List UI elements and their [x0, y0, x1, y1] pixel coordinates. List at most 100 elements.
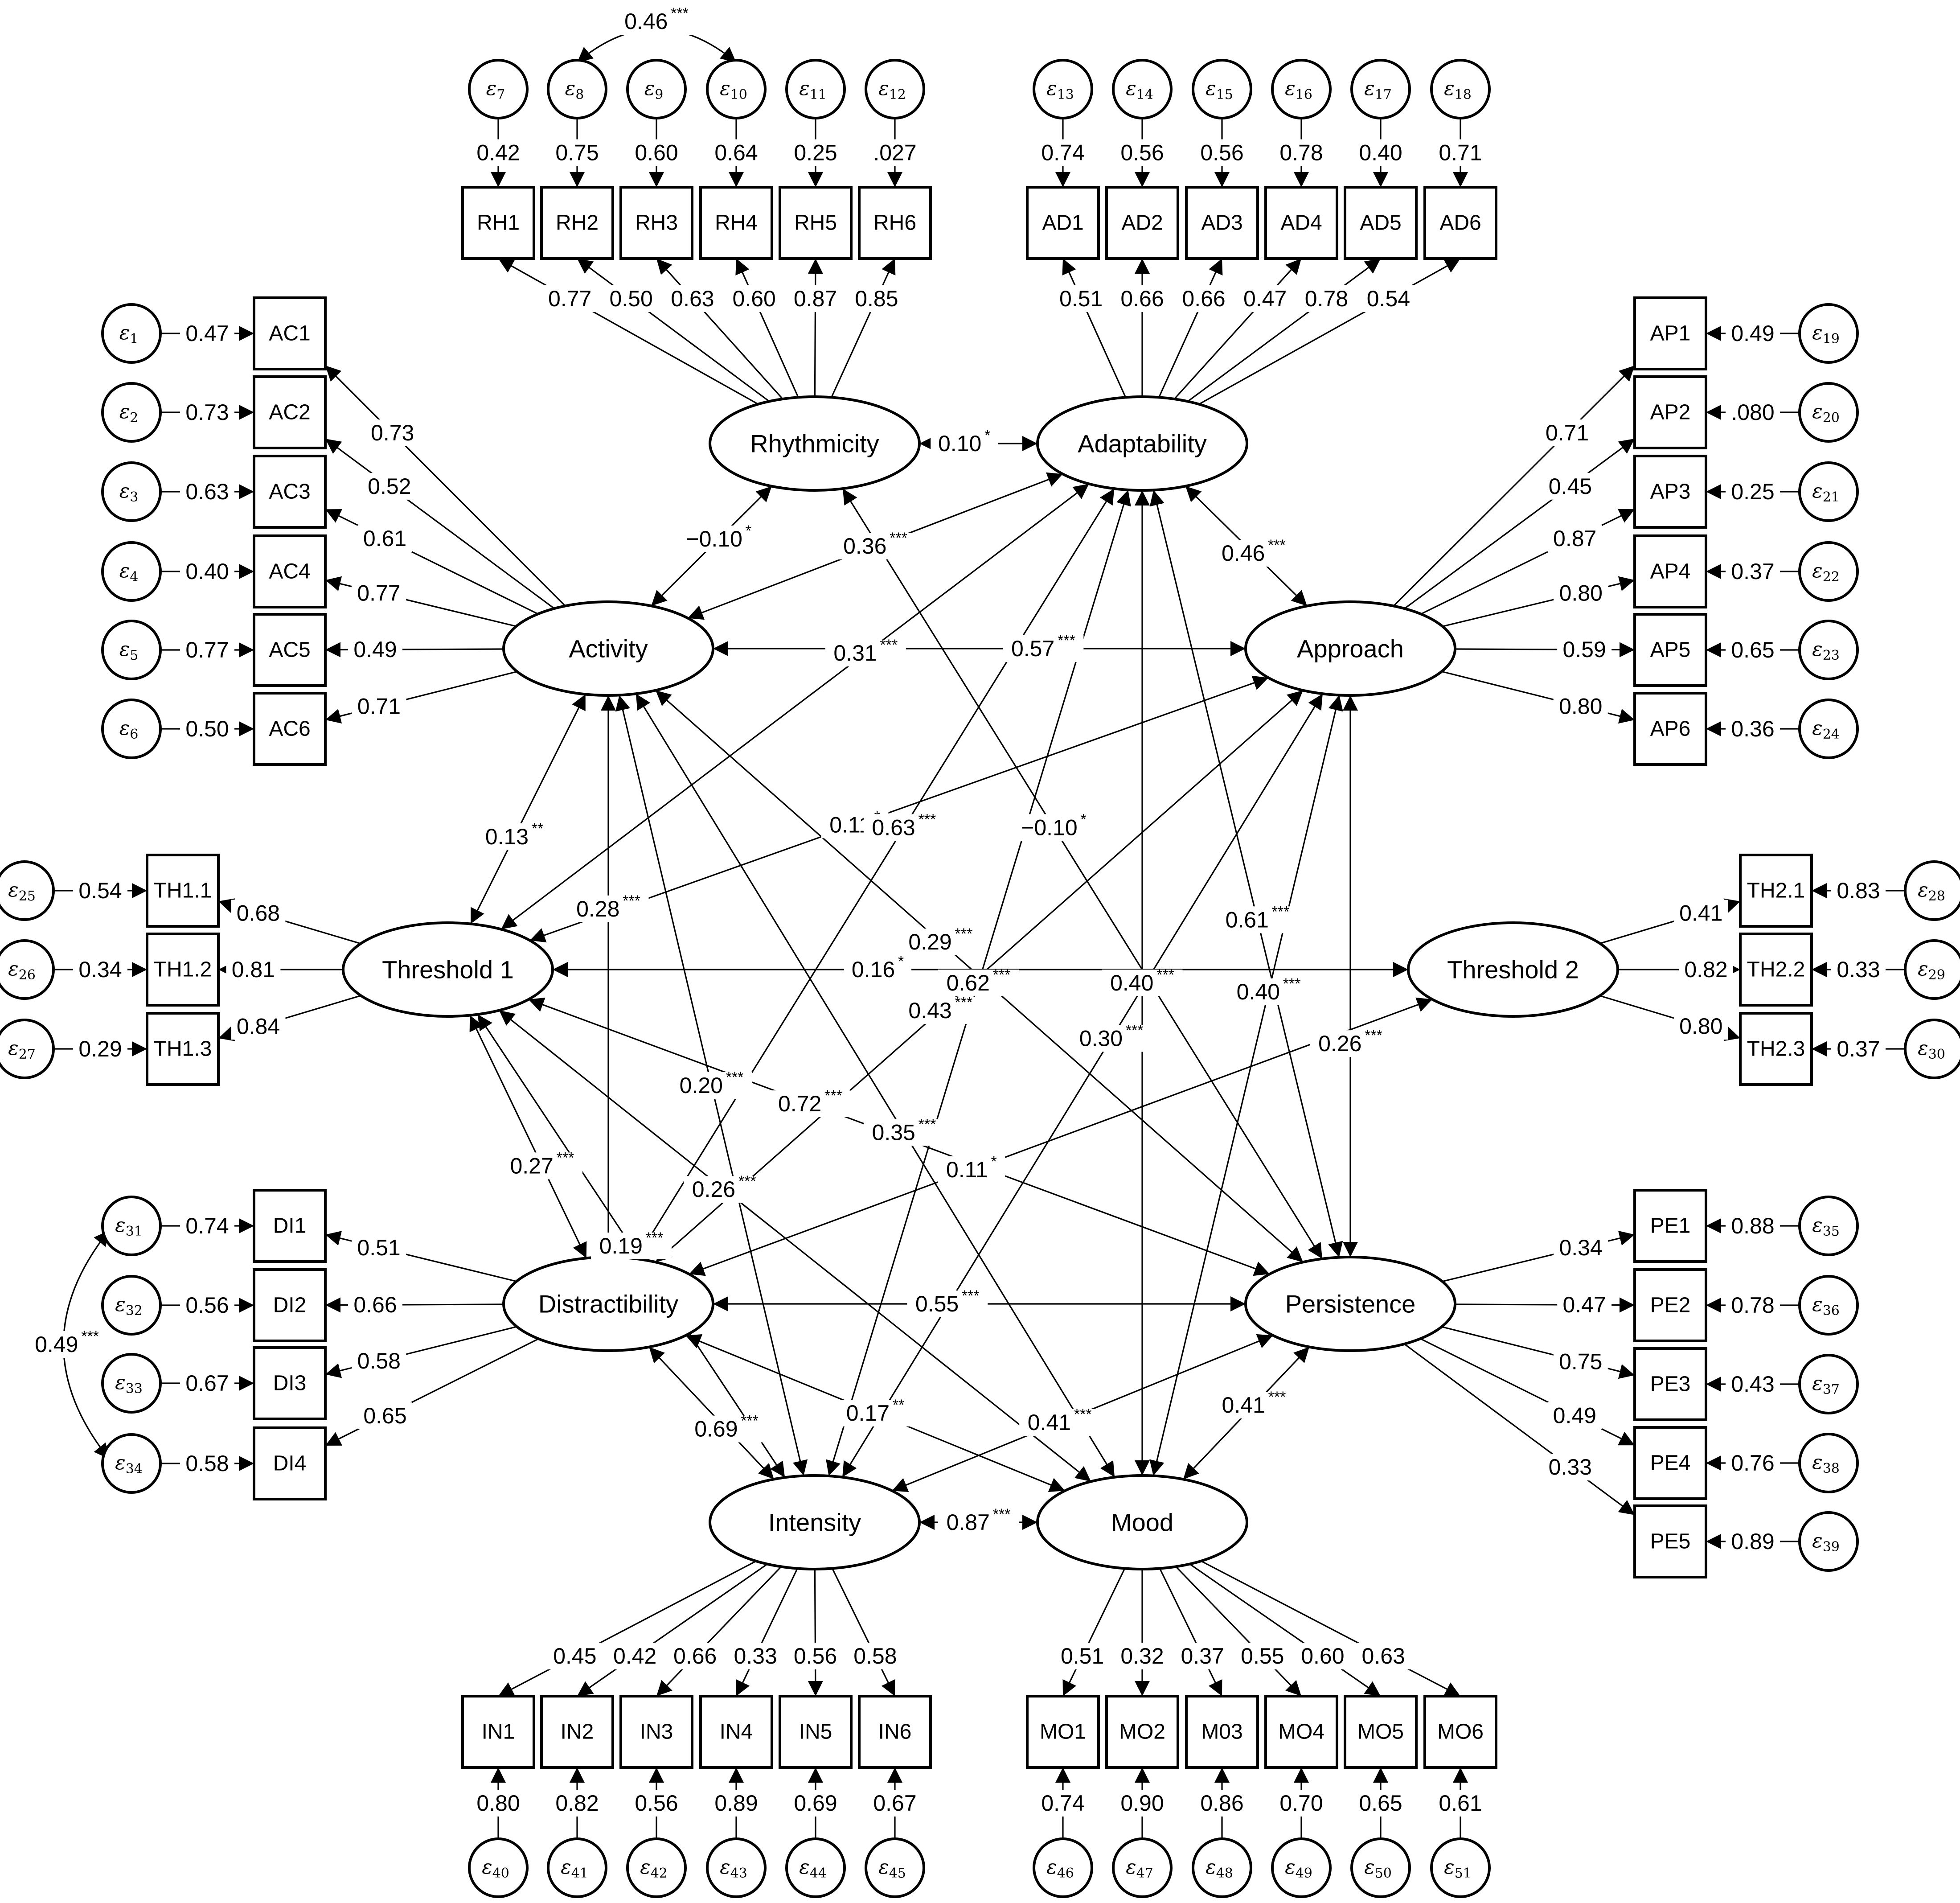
error-pe-2	[1798, 1275, 1859, 1336]
residual-di-1: 0.74	[185, 1213, 229, 1238]
indicator-rh-2-label: RH2	[556, 211, 599, 235]
correlation-adaptability-mood-significance: ***	[1153, 966, 1174, 983]
indicator-ad-6-label: AD6	[1439, 211, 1481, 235]
correlation-rhythmicity-persistence-value: −0.10	[1021, 815, 1078, 840]
loading-rh-4-value: 0.60	[733, 286, 776, 311]
error-ad-3-label: ε15	[1206, 77, 1233, 103]
loading-ac-1: 0.73	[371, 420, 414, 445]
correlation-distractibility-mood-value: 0.17	[846, 1401, 890, 1426]
correlation-adaptability-approach-bg	[1213, 540, 1294, 567]
loading-di-2-value: 0.66	[353, 1292, 397, 1317]
factor-threshold2	[1407, 921, 1619, 1018]
residual-ad-3-bg	[1195, 139, 1249, 166]
residual-ap-2-bg	[1726, 399, 1780, 426]
residual-ap-1-value: 0.49	[1731, 321, 1774, 346]
residual-rh-6-value: .027	[873, 140, 916, 165]
correlation-activity-threshold1-value: 0.13	[485, 824, 529, 849]
residual-rh-1-bg	[471, 139, 525, 166]
loading-pe-4-value: 0.49	[1553, 1403, 1596, 1428]
error-ap-3	[1798, 461, 1859, 522]
error-ap-1	[1798, 303, 1859, 364]
residual-ap-2-value: .080	[1731, 400, 1774, 425]
correlation-threshold1-intensity-bg	[591, 1233, 672, 1259]
loading-in-4-value: 0.33	[734, 1644, 777, 1669]
loading-ap-3: 0.87	[1553, 526, 1596, 551]
residual-mo-5: 0.65	[1359, 1791, 1402, 1816]
correlation-adaptability-intensity-value: 0.62	[947, 970, 990, 995]
indicator-ap-2	[1633, 375, 1707, 449]
correlation-activity-approach-value: 0.57	[1011, 636, 1054, 661]
correlation-rhythmicity-adaptability-value: 0.10	[938, 431, 981, 456]
error-mo-6-label: ε51	[1444, 1856, 1472, 1881]
loading-path-rh-6	[831, 258, 896, 398]
residual-ad-1-bg	[1036, 139, 1090, 166]
loading-rh-6: 0.85	[855, 286, 898, 311]
correlation-path-activity-threshold1	[470, 694, 586, 925]
indicator-ap-3	[1633, 455, 1707, 529]
correlation-distractibility-persistence-bg	[907, 1291, 988, 1317]
loading-in-5-value: 0.56	[794, 1644, 837, 1669]
loading-ad-3-bg	[1177, 285, 1231, 312]
correlation-threshold1-threshold2-value: 0.16	[852, 957, 895, 982]
residual-in-4: 0.89	[714, 1791, 758, 1816]
factor-threshold1	[342, 921, 554, 1018]
factor-approach	[1244, 600, 1456, 697]
loading-ac-4: 0.77	[357, 580, 400, 605]
correlation-activity-distractibility: 0.28 ***	[576, 892, 640, 921]
loading-ad-1: 0.51	[1059, 286, 1103, 311]
correlation-activity-approach: 0.57 ***	[1011, 632, 1075, 661]
indicator-mo-6	[1423, 1695, 1497, 1769]
residual-ac-3-value: 0.63	[185, 479, 229, 504]
indicator-mo-4-label: MO4	[1278, 1720, 1324, 1744]
indicator-in-4	[699, 1695, 773, 1769]
error-ad-5	[1350, 59, 1411, 119]
indicator-ac-1-label: AC1	[269, 322, 310, 345]
indicator-th2-1	[1739, 854, 1813, 928]
loading-mo-1-value: 0.51	[1061, 1644, 1104, 1669]
loading-pe-4-bg	[1547, 1402, 1602, 1429]
loading-ad-6-bg	[1361, 285, 1416, 312]
residual-mo-6: 0.61	[1439, 1791, 1482, 1816]
correlation-adaptability-mood-bg	[1102, 970, 1183, 996]
correlation-adaptability-threshold1-value: 0.31	[833, 641, 877, 666]
residual-ap-6: 0.36	[1731, 716, 1774, 741]
error-ap-4	[1798, 541, 1859, 602]
residual-ad-6-bg	[1433, 139, 1488, 166]
indicator-mo-2	[1105, 1695, 1179, 1769]
error-ad-1-label: ε13	[1046, 77, 1074, 103]
loading-rh-4: 0.60	[733, 286, 776, 311]
loading-in-3: 0.66	[673, 1644, 717, 1669]
indicator-di-4-label: DI4	[273, 1452, 307, 1476]
loading-ad-3-value: 0.66	[1182, 286, 1225, 311]
residual-pe-3: 0.43	[1731, 1372, 1774, 1397]
indicator-rh-2	[540, 186, 614, 260]
error-rh-6-label: ε12	[878, 77, 906, 103]
correlation-activity-distractibility-value: 0.28	[576, 896, 619, 921]
correlation-approach-intensity: 0.30 ***	[1079, 1022, 1144, 1051]
indicator-in-1-label: IN1	[482, 1720, 515, 1744]
correlation-rhythmicity-activity: −0.10 *	[686, 522, 751, 551]
loading-path-mo-6	[1201, 1560, 1461, 1697]
loading-mo-1: 0.51	[1061, 1644, 1104, 1669]
residual-rh-4-bg	[709, 139, 763, 166]
error-in-4	[706, 1837, 767, 1898]
correlation-threshold1-threshold2-significance: *	[895, 953, 904, 970]
correlation-adaptability-activity-value: 0.36	[843, 534, 886, 559]
error-ad-4	[1271, 59, 1332, 119]
correlation-activity-approach-significance: ***	[1054, 632, 1075, 649]
loading-mo-5: 0.60	[1301, 1644, 1344, 1669]
correlation-intensity-mood-bg	[938, 1509, 1019, 1536]
error-ac-1	[101, 303, 162, 364]
indicator-di-1	[253, 1189, 327, 1263]
residual-pe-3-value: 0.43	[1731, 1372, 1774, 1397]
correlation-adaptability-distractibility-value: 0.63	[872, 815, 915, 840]
indicator-ad-1-label: AD1	[1042, 211, 1083, 235]
residual-rh-2: 0.75	[555, 140, 599, 165]
error-th1-1	[0, 860, 55, 921]
correlation-threshold2-distractibility-value: 0.11	[946, 1157, 988, 1182]
residual-mo-4-value: 0.70	[1279, 1791, 1323, 1816]
error-th1-3	[0, 1019, 55, 1079]
residual-rh-2-value: 0.75	[555, 140, 599, 165]
residual-di-4-value: 0.58	[185, 1451, 229, 1476]
residual-in-1-value: 0.80	[476, 1791, 520, 1816]
